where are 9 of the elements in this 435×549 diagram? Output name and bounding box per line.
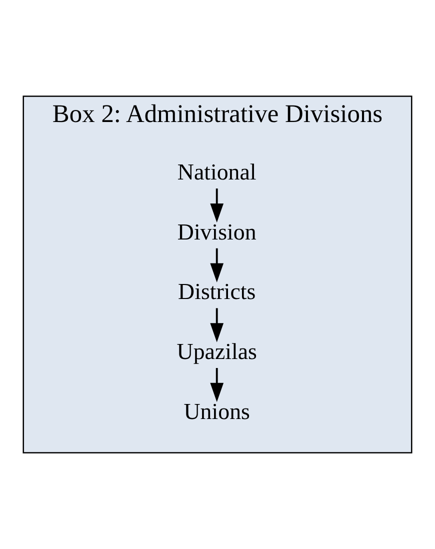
node-text: Unions bbox=[184, 398, 250, 424]
arrow bbox=[210, 308, 224, 342]
node-text: Districts bbox=[178, 279, 256, 304]
node-text: National bbox=[177, 160, 256, 185]
arrow bbox=[210, 188, 224, 223]
node-text: Upazilas bbox=[176, 339, 257, 364]
arrow bbox=[210, 368, 224, 402]
node-text: Division bbox=[177, 219, 256, 244]
arrow bbox=[210, 248, 224, 282]
